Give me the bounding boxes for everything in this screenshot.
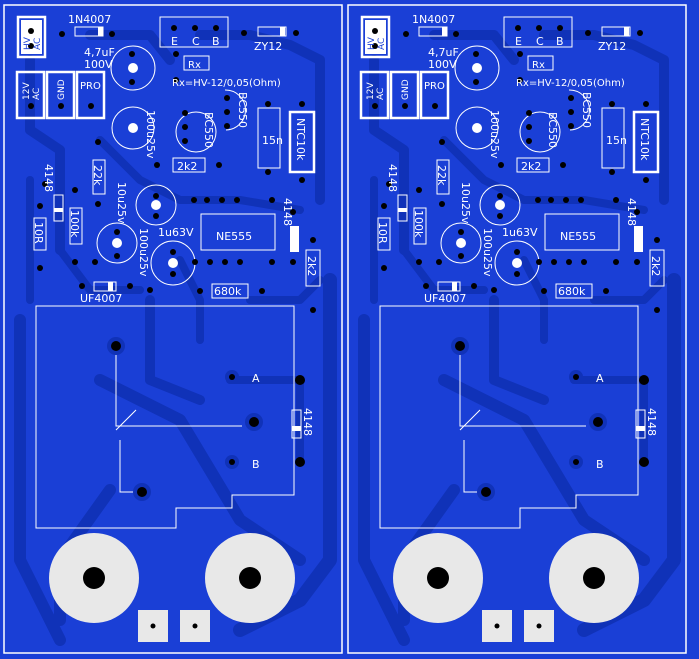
label-15n: 15n <box>606 134 627 147</box>
label-pad-b: B <box>596 458 604 471</box>
label-10u25v: 10u25v <box>459 182 472 224</box>
label-4148-a: 4148 <box>386 164 399 192</box>
label-1n4007: 1N4007 <box>68 13 111 26</box>
label-ntc10k: NTC10k <box>294 118 307 161</box>
label-2k2-a: 2k2 <box>521 160 541 173</box>
label-12v: 12V <box>22 82 32 100</box>
label-4148-c: 4148 <box>645 408 658 436</box>
label-1n4007: 1N4007 <box>412 13 455 26</box>
label-100k: 100k <box>412 210 425 238</box>
label-uf4007: UF4007 <box>80 292 122 305</box>
label-ne555: NE555 <box>216 230 252 243</box>
label-rx-formula: Rx=HV-12/0,05(Ohm) <box>172 78 281 89</box>
label-cap-100v: 100V <box>428 58 457 71</box>
label-100u25v-a: 100u25v <box>144 110 157 159</box>
label-ntc10k: NTC10k <box>638 118 651 161</box>
label-100u25v-a: 100u25v <box>488 110 501 159</box>
label-rx: Rx <box>532 60 545 71</box>
label-hv: HV <box>23 36 33 50</box>
label-pin-b: B <box>212 35 220 48</box>
label-pin-e: E <box>171 35 178 48</box>
silkscreen-right: 1N4007 4,7uF 100V E C B ZY12 Rx Rx=HV-12… <box>366 13 662 471</box>
label-pin-c: C <box>536 35 544 48</box>
label-hv-ac: AC <box>33 38 43 50</box>
label-pad-b: B <box>252 458 260 471</box>
label-hv-ac: AC <box>377 38 387 50</box>
label-rx-formula: Rx=HV-12/0,05(Ohm) <box>516 78 625 89</box>
label-100u25v-b: 100u25v <box>137 228 150 277</box>
label-1u63v: 1u63V <box>158 226 194 239</box>
label-hv: HV <box>367 36 377 50</box>
label-2k2-b: 2k2 <box>305 256 318 276</box>
label-4148-c: 4148 <box>301 408 314 436</box>
label-680k: 680k <box>558 285 586 298</box>
label-15n: 15n <box>262 134 283 147</box>
label-10u25v: 10u25v <box>115 182 128 224</box>
label-12v-ac: AC <box>376 88 386 100</box>
label-100u25v-b: 100u25v <box>481 228 494 277</box>
label-zy12: ZY12 <box>254 40 282 53</box>
label-680k: 680k <box>214 285 242 298</box>
label-ne555: NE555 <box>560 230 596 243</box>
label-pro: PRO <box>80 81 101 92</box>
label-100k: 100k <box>68 210 81 238</box>
label-pro: PRO <box>424 81 445 92</box>
label-rx: Rx <box>188 60 201 71</box>
label-12v: 12V <box>366 82 376 100</box>
label-bc550-b: BC550 <box>546 112 559 148</box>
label-cap-4-7uf: 4,7uF <box>84 46 115 59</box>
label-22k: 22k <box>435 165 448 186</box>
label-zy12: ZY12 <box>598 40 626 53</box>
label-cap-100v: 100V <box>84 58 113 71</box>
label-gnd: GND <box>57 79 67 100</box>
label-2k2-b: 2k2 <box>649 256 662 276</box>
label-22k: 22k <box>91 165 104 186</box>
label-4148-b: 4148 <box>625 198 638 226</box>
label-bc550-a: BC550 <box>580 92 593 128</box>
label-10r: 10R <box>32 222 45 244</box>
label-bc550-b: BC550 <box>202 112 215 148</box>
label-cap-4-7uf: 4,7uF <box>428 46 459 59</box>
label-pin-b: B <box>556 35 564 48</box>
label-pin-e: E <box>515 35 522 48</box>
label-2k2-a: 2k2 <box>177 160 197 173</box>
silkscreen-left: 1N4007 4,7uF 100V E C B ZY12 Rx Rx=HV-12… <box>22 13 318 471</box>
label-pad-a: A <box>252 372 260 385</box>
label-pad-a: A <box>596 372 604 385</box>
label-4148-b: 4148 <box>281 198 294 226</box>
label-pin-c: C <box>192 35 200 48</box>
label-gnd: GND <box>401 79 411 100</box>
label-1u63v: 1u63V <box>502 226 538 239</box>
label-bc550-a: BC550 <box>236 92 249 128</box>
label-uf4007: UF4007 <box>424 292 466 305</box>
label-12v-ac: AC <box>32 88 42 100</box>
label-4148-a: 4148 <box>42 164 55 192</box>
label-10r: 10R <box>376 222 389 244</box>
